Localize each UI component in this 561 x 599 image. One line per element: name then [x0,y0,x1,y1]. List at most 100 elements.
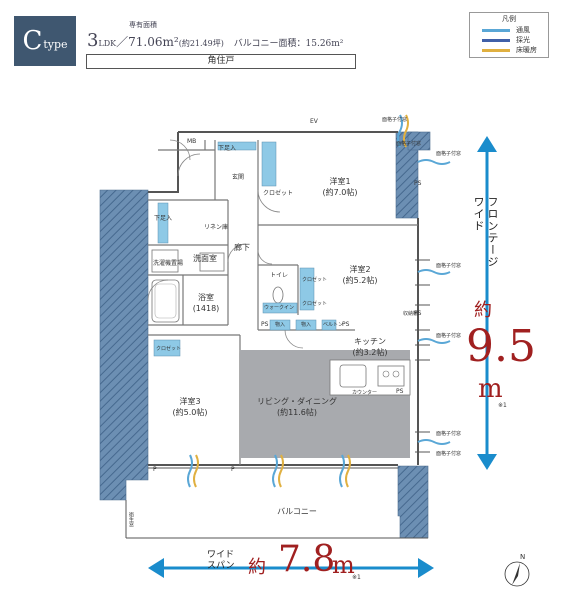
north-compass [504,561,530,587]
shoe-storage-top: 下足入 [218,145,237,152]
legend-swatch [482,49,510,52]
sanitary-window: 衛生窓 [128,512,134,527]
washbasin [199,252,225,272]
area-heading: 専有面積 [129,21,157,29]
frontage-arrow [477,136,497,470]
bedroom-3-name: 洋室3 [179,397,201,406]
legend: 凡例 通風 採光 床暖房 [469,12,549,58]
legend-item-light: 採光 [480,35,544,44]
corner-unit-label: 角住戸 [86,54,356,69]
type-word: type [43,37,68,51]
living-dining-size: (約11.6帖) [276,408,318,417]
bedroom-3-size: (約5.0帖) [172,408,208,417]
ps-3-label: PS [396,388,404,395]
p-2-label: P [231,466,235,473]
walkin-label: ウォークイン [264,305,295,311]
frontage-approx: 約 [474,300,492,321]
window-right-3: 面格子付窓 [436,333,462,339]
legend-swatch [482,29,510,32]
bathtub [151,279,180,323]
storage-1-label: 物入 [275,322,286,328]
airflow-marks [187,114,451,488]
ps-1-label: PS [261,321,269,328]
closets [153,141,337,357]
window-top-2: 面格子付窓 [396,141,422,147]
outer-walls [148,131,419,466]
frontage-note: ※1 [498,402,507,409]
bedroom-1-label: 洋室1 (約7.0帖) [300,176,380,198]
linen-storage: リネン庫 [204,224,229,231]
frontage-label-2: フロンテージ [486,196,499,268]
closet-2a-label: クロゼット [302,277,328,283]
mb-label: MB [187,138,197,145]
legend-title: 凡例 [502,15,516,23]
legend-label: 通風 [516,26,530,34]
bedroom-3-label: 洋室3 (約5.0帖) [160,396,220,418]
rack-label: 収納棚 [403,311,419,317]
window-right-5: 面格子付窓 [436,451,462,457]
counter-label: カウンター [352,390,378,396]
washer-space [151,249,179,273]
ps-2-label: PS [342,321,350,328]
p-1-label: P [153,466,157,473]
layout-code: LDK [98,39,117,48]
bedroom-1-size: (約7.0帖) [322,188,358,197]
toilet-fixture [272,286,284,304]
bedroom-1-name: 洋室1 [329,177,351,186]
span-label: ワイド スパン [207,550,234,572]
window-right-2: 面格子付窓 [436,263,462,269]
bath-name: 浴室 [198,293,214,302]
span-arrow [148,558,434,578]
bath-label: 浴室 (1418) [183,292,229,314]
legend-item-floorheat: 床暖房 [480,45,544,54]
closet-3-label: クロゼット [156,346,182,352]
span-unit: m [332,551,355,579]
bedroom-2-size: (約5.2帖) [342,276,378,285]
kitchen-size: (約3.2帖) [352,348,388,357]
window-top-1: 面格子付窓 [382,117,408,123]
area-value: ／71.06m² [116,35,179,49]
legend-item-ventilation: 通風 [480,25,544,34]
bath-size: (1418) [192,304,220,313]
span-label-1: ワイド [207,550,235,560]
closet-1-label: クロゼット [263,190,294,197]
area-tsubo: (約21.49坪) [178,39,224,48]
shoe-storage-left: 下足入 [154,215,173,222]
span-label-2: スパン [207,561,235,571]
washer-label: 洗濯機置場 [153,260,184,267]
toilet-label: トイレ [270,272,289,279]
legend-label: 採光 [516,36,530,44]
ev-label: EV [310,118,318,125]
pelmet-label: ベルトン [323,322,344,328]
ps-right2-label: PS [414,310,422,317]
frontage-value: 9.5 [466,321,536,372]
living-dining-name: リビング・ダイニング [257,397,337,406]
legend-label: 床暖房 [516,46,537,54]
window-right-1: 面格子付窓 [436,151,462,157]
stove [377,365,405,387]
living-dining-label: リビング・ダイニング (約11.6帖) [252,396,342,418]
legend-swatch [482,39,510,42]
window-right-4: 面格子付窓 [436,431,462,437]
north-label: N [520,553,526,561]
balcony-label: バルコニー [277,507,317,516]
span-approx: 約 [248,557,266,578]
entrance-label: 玄関 [232,174,245,181]
span-value: 7.8 [278,539,336,580]
sink [339,364,367,388]
spec-line: 3LDK／71.06m²(約21.49坪) バルコニー面積：15.26m² [87,30,343,51]
balcony-area: バルコニー面積：15.26m² [233,39,344,49]
hallway-label: 廊下 [234,243,250,252]
frontage-label-1: ワイド [472,196,485,232]
bedroom-2-label: 洋室2 (約5.2帖) [320,264,400,286]
bedroom-2-name: 洋室2 [349,265,371,274]
type-badge: C type [14,16,76,66]
kitchen-name: キッチン [354,337,386,346]
washroom-label: 洗面室 [193,254,217,263]
layout-prefix: 3 [87,30,99,51]
kitchen-label: キッチン (約3.2帖) [340,336,400,358]
closet-2b-label: クロゼット [302,301,328,307]
span-note: ※1 [352,574,361,581]
ps-right-label: PS [414,180,422,187]
